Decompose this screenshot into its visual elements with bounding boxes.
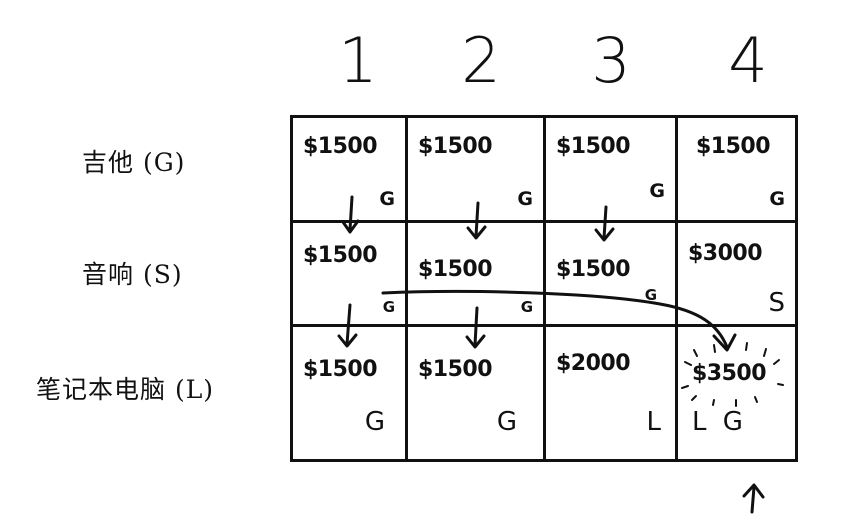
curved-arrow-icon [381,289,737,352]
row-label-stereo: 音响 (S) [82,260,183,289]
cell-items: G [364,407,385,437]
cell-stereo-3: $1500 G [546,223,675,324]
row-label-laptop: 笔记本电脑 (L) [36,375,215,404]
cell-value: $1500 [303,357,378,382]
cell-guitar-2: $1500 G [408,118,543,220]
cell-value: $1500 [418,357,493,382]
cell-value: $3500 [692,361,767,386]
grid-line [293,324,795,327]
highlight-rays-icon [681,342,784,407]
cell-guitar-3: $1500 G [546,118,675,220]
cell-items: G [520,298,533,316]
cell-guitar-1: $1500 G [293,118,405,220]
cell-items: G [379,188,395,210]
grid-line [293,220,795,223]
down-arrow-icon [594,205,615,242]
cell-value: $3000 [688,241,763,266]
cell-stereo-1: $1500 G [293,223,405,324]
cell-laptop-3: $2000 L [546,327,675,459]
cell-laptop-1: $1500 G [293,327,405,459]
dp-table: $1500 G $1500 G $1500 G $1500 G $1500 G … [290,115,798,462]
grid-line [405,118,408,459]
cell-value: $1500 [303,243,378,268]
column-header-1: 1 [338,24,378,97]
down-arrow-icon [341,195,360,234]
grid-line [543,118,546,459]
up-arrow-icon [742,483,765,514]
grid-line [675,118,678,459]
column-header-3: 3 [591,24,631,97]
cell-value: $1500 [556,134,631,159]
cell-items: G [496,407,517,437]
cell-value: $1500 [556,257,631,282]
cell-stereo-2: $1500 G [408,223,543,324]
cell-stereo-4: $3000 S [678,223,795,324]
column-header-4: 4 [728,24,768,97]
row-label-guitar: 吉他 (G) [82,148,186,177]
cell-value: $1500 [418,134,493,159]
cell-items: G [517,188,533,210]
cell-items: G [649,180,665,202]
down-arrow-icon [465,306,486,349]
cell-items: L G [692,407,747,437]
cell-laptop-4: $3500 L G [678,327,795,459]
cell-laptop-2: $1500 G [408,327,543,459]
cell-items: G [769,188,785,210]
cell-items: G [382,298,395,316]
down-arrow-icon [337,303,358,348]
cell-items: G [644,286,657,304]
column-header-2: 2 [461,24,501,97]
down-arrow-icon [466,201,487,240]
cell-items: S [768,288,785,318]
cell-value: $2000 [556,351,631,376]
cell-value: $1500 [303,134,378,159]
cell-value: $1500 [696,134,771,159]
cell-value: $1500 [418,257,493,282]
cell-items: L [646,407,662,437]
cell-guitar-4: $1500 G [678,118,795,220]
